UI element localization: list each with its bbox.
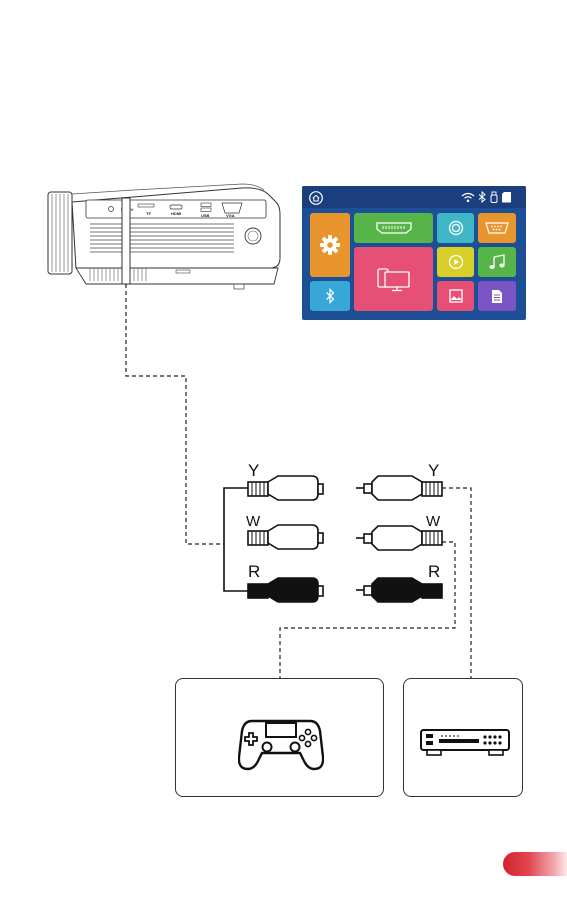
label-right-w: W	[426, 514, 440, 529]
label-right-r: R	[428, 563, 440, 580]
port-label-usb: USB	[201, 213, 210, 218]
tile-bluetooth[interactable]	[310, 281, 350, 311]
av-plug	[122, 198, 130, 284]
tile-music[interactable]	[478, 247, 516, 277]
rca-plug-left-yellow	[248, 476, 323, 500]
device-box-dvd-player	[403, 678, 523, 797]
launcher-screen	[302, 186, 526, 320]
rca-plug-right-red	[356, 578, 442, 602]
port-label-tf: TF	[146, 211, 151, 216]
label-left-r: R	[248, 563, 260, 580]
label-left-w: W	[246, 514, 260, 529]
tile-photo[interactable]	[437, 281, 474, 311]
av-cable-bundle	[224, 488, 248, 591]
home-icon[interactable]	[309, 191, 323, 205]
tile-settings[interactable]	[310, 213, 350, 277]
rca-plug-left-red	[248, 578, 323, 602]
status-icons	[461, 191, 519, 203]
label-right-y: Y	[428, 462, 439, 479]
document-icon	[491, 289, 503, 304]
tile-video[interactable]	[437, 247, 474, 277]
projector-drawing: AV TF HDMI USB VGA	[42, 180, 292, 292]
hdmi-icon	[376, 222, 412, 234]
status-bar	[302, 186, 526, 208]
tile-vga[interactable]	[478, 213, 516, 243]
tile-miracast[interactable]	[437, 213, 474, 243]
gear-icon	[319, 234, 341, 256]
usb-icon	[491, 192, 497, 203]
phone-monitor-icon	[377, 266, 411, 292]
tile-document[interactable]	[478, 281, 516, 311]
gamepad-icon	[238, 717, 324, 773]
tile-hdmi[interactable]	[354, 213, 433, 243]
dashed-cable-yellow	[442, 488, 471, 678]
dvd-player-icon	[419, 728, 511, 758]
photo-icon	[449, 289, 463, 303]
port-label-vga: VGA	[226, 213, 235, 218]
sd-card-icon	[502, 192, 511, 203]
bluetooth-icon	[325, 288, 335, 304]
vga-icon	[485, 222, 509, 234]
dashed-cable-projector	[126, 284, 224, 544]
music-icon	[488, 254, 506, 270]
page-tab-marker	[503, 852, 567, 876]
play-icon	[448, 254, 464, 270]
projector: AV TF HDMI USB VGA	[42, 180, 292, 292]
port-label-hdmi: HDMI	[171, 211, 181, 216]
tile-screen-mirroring[interactable]	[354, 247, 433, 311]
device-box-game-console	[175, 678, 384, 797]
label-left-y: Y	[248, 462, 259, 479]
bluetooth-icon	[479, 192, 485, 202]
wifi-icon	[462, 194, 474, 203]
mirror-icon	[448, 220, 464, 236]
